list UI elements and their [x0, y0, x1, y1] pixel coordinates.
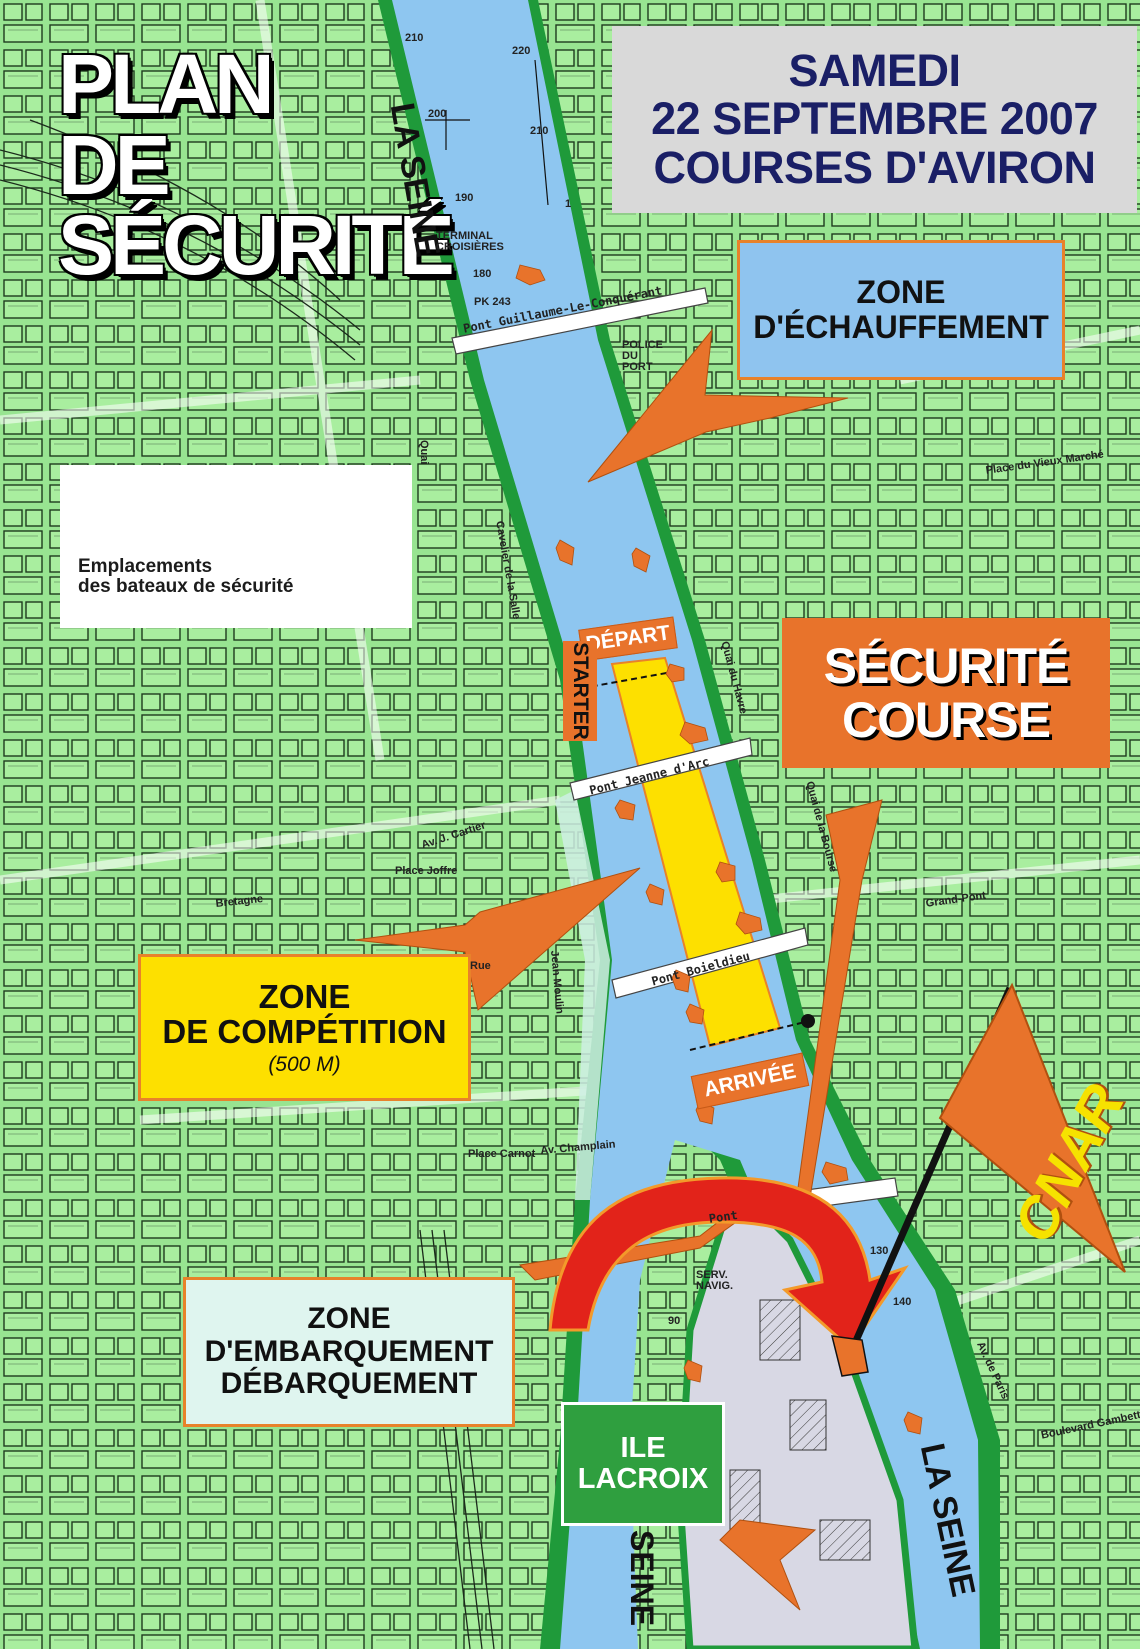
- competition-distance: (500 M): [268, 1052, 341, 1076]
- plan-title-line-3: SÉCURITÉ: [58, 198, 455, 293]
- legend-line-2: des bateaux de sécurité: [78, 576, 294, 598]
- km-label: 90: [668, 1315, 681, 1327]
- embark-zone-label: ZONE D'EMBARQUEMENT DÉBARQUEMENT: [183, 1277, 515, 1427]
- street-label: Rue: [470, 960, 491, 972]
- finish-buoy: [801, 1014, 815, 1028]
- title-day: SAMEDI: [788, 44, 961, 96]
- competition-zone-line-1: ZONE: [258, 977, 351, 1015]
- bridge-jeanne-deck: [569, 737, 753, 801]
- island-arrow: [719, 1519, 817, 1611]
- police-label-line-1: POLICE: [622, 339, 663, 351]
- start-line: [571, 671, 673, 691]
- major-roads: [0, 0, 1140, 1325]
- left-bank-quay: [555, 790, 610, 1200]
- plan-title-line-2: DE: [58, 117, 171, 212]
- legend: Emplacements des bateaux de sécurité: [60, 465, 412, 628]
- embark-zone-line-3: DÉBARQUEMENT: [220, 1367, 478, 1401]
- pk-label: PK 243: [474, 296, 511, 308]
- legend-line-1: Emplacements: [78, 555, 213, 577]
- terminal-label-line-2: CROISIÈRES: [436, 241, 504, 253]
- ile-label-line-2: LACROIX: [577, 1463, 709, 1495]
- race-security-line-1: SÉCURITÉ: [823, 638, 1070, 694]
- km-label: 200: [428, 108, 447, 120]
- bridge-guillaume-deck: [451, 287, 709, 355]
- serv-navig-line-2: NAVIG.: [696, 1280, 734, 1292]
- street-label: Quai: [418, 440, 430, 465]
- street-label: Place Carnot: [468, 1148, 536, 1160]
- km-label: 210: [405, 32, 424, 44]
- km-label: 190: [455, 192, 474, 204]
- serv-navig-label: SERV. NAVIG.: [696, 1270, 733, 1292]
- event-title-banner: SAMEDI 22 SEPTEMBRE 2007 COURSES D'AVIRO…: [612, 26, 1137, 213]
- km-label: 130: [870, 1245, 889, 1257]
- competition-zone-line-2: DE COMPÉTITION: [162, 1013, 447, 1051]
- ile-label-line-1: ILE: [620, 1431, 666, 1464]
- plan-title-line-1: PLAN: [58, 37, 275, 131]
- cnar-pin: [831, 1335, 869, 1377]
- race-security-line-2: COURSE: [842, 692, 1051, 748]
- circulation-arrow: [548, 1176, 909, 1351]
- police-label: POLICE DU PORT: [622, 340, 663, 373]
- police-label-line-2: DU: [622, 350, 638, 362]
- plan-title: PLAN DE SÉCURITÉ: [58, 37, 455, 293]
- km-label: 140: [893, 1296, 912, 1308]
- terminal-label: TERMINAL CROISIÈRES: [436, 231, 504, 253]
- warmup-zone-line-1: ZONE: [856, 274, 946, 311]
- police-label-line-3: PORT: [622, 361, 653, 373]
- embark-zone-line-1: ZONE: [307, 1302, 391, 1336]
- warmup-arrow: [587, 328, 849, 483]
- title-event: COURSES D'AVIRON: [653, 141, 1096, 193]
- warmup-zone-line-2: D'ÉCHAUFFEMENT: [753, 309, 1049, 345]
- river-distance-lines: [425, 59, 549, 206]
- km-label: 220: [512, 45, 531, 57]
- serv-navig-line-1: SERV.: [696, 1269, 728, 1281]
- street-label: Place Joffre: [395, 865, 458, 877]
- river-label-lower-left: SEINE: [624, 1530, 660, 1627]
- title-date: 22 SEPTEMBRE 2007: [651, 93, 1098, 145]
- bridge-boieldieu-deck: [611, 927, 809, 999]
- starter-sign: STARTER: [563, 641, 597, 741]
- railway: [0, 119, 495, 1649]
- ile-lacroix-label: ILE LACROIX: [561, 1402, 725, 1526]
- warmup-zone-label: ZONE D'ÉCHAUFFEMENT: [737, 240, 1065, 380]
- competition-arrow: [354, 867, 641, 1011]
- competition-zone-label: ZONE DE COMPÉTITION (500 M): [138, 954, 471, 1101]
- km-label: 180: [473, 268, 492, 280]
- embark-zone-line-2: D'EMBARQUEMENT: [204, 1334, 494, 1368]
- km-label: 210: [530, 125, 549, 137]
- km-label: 1: [565, 198, 572, 210]
- terminal-label-line-1: TERMINAL: [436, 230, 493, 242]
- security-boat-markers: [515, 264, 923, 1435]
- island-buildings: [729, 1299, 871, 1561]
- cnar-flag: [938, 982, 1126, 1273]
- race-security-label: SÉCURITÉ COURSE: [782, 618, 1110, 768]
